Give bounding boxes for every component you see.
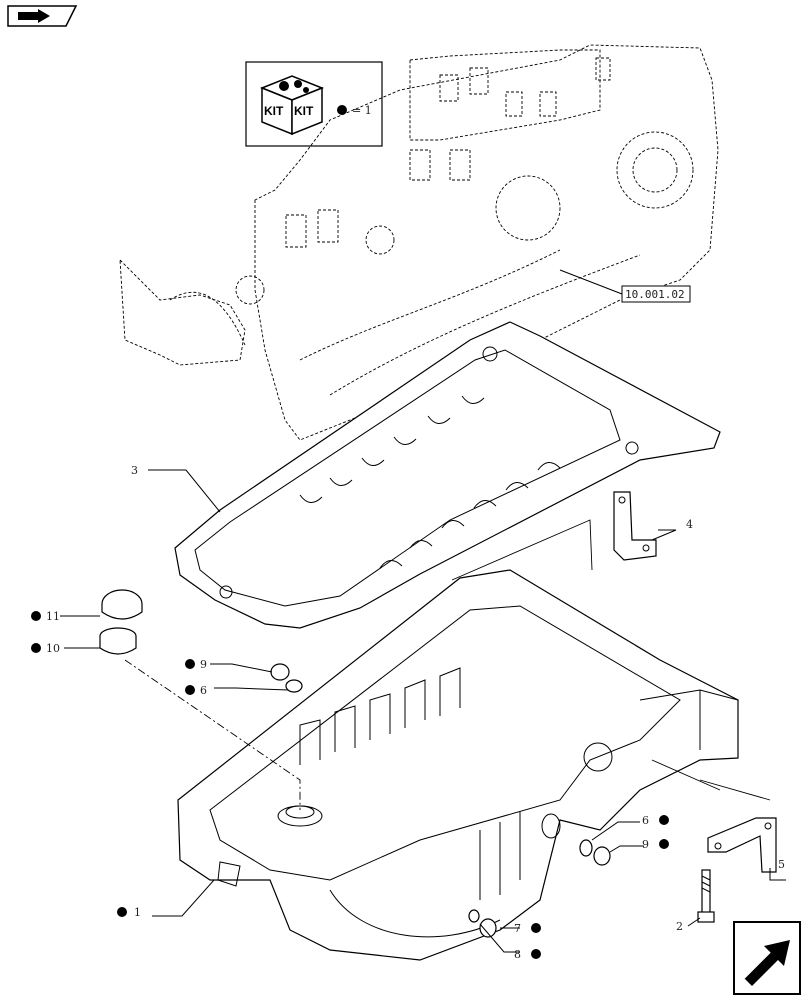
drain-plug-part-7 [468, 909, 497, 938]
callout-3: 3 [131, 464, 138, 477]
callout-6-left: 6 [200, 684, 207, 697]
callout-10: 10 [46, 642, 60, 655]
kit-bullet-icon [337, 105, 347, 115]
callout-numbers: 3 4 5 2 1 11 10 9 6 6 9 7 8 [46, 464, 785, 961]
bracket-part-5 [707, 817, 777, 873]
callout-2: 2 [676, 920, 683, 933]
assembly-line-bracket-5 [651, 759, 771, 801]
kit-legend: KIT KIT = 1 [245, 61, 383, 147]
kit-box-icon: KIT KIT [259, 75, 325, 136]
callout-9-right: 9 [642, 838, 649, 851]
callout-6-right: 6 [642, 814, 649, 827]
drain-plug-part-9-left [270, 663, 303, 693]
kit-label-right: KIT [294, 104, 314, 118]
assembly-line-bracket-4 [451, 519, 593, 581]
next-page-arrow-icon[interactable] [733, 921, 801, 995]
kit-bullet-icons [31, 611, 669, 959]
bolt-part-2 [697, 869, 715, 923]
ring-part-10 [99, 627, 137, 655]
callout-4: 4 [686, 518, 693, 531]
callout-7: 7 [514, 922, 521, 935]
reference-code: 10.001.02 [625, 288, 685, 301]
oil-pan [177, 569, 739, 961]
callout-5: 5 [778, 858, 785, 871]
callout-9-left: 9 [200, 658, 207, 671]
engine-block-reference [119, 44, 719, 441]
oil-pan-gasket [174, 321, 721, 629]
callout-leaders [60, 469, 786, 953]
callout-11: 11 [46, 610, 60, 623]
assembly-line [124, 659, 301, 810]
plug-part-11 [101, 589, 143, 620]
callout-1: 1 [134, 906, 141, 919]
reference-callout: 10.001.02 [559, 269, 691, 303]
previous-page-hand-arrow-icon[interactable] [7, 5, 78, 27]
callout-8: 8 [514, 948, 521, 961]
kit-equals-text: = 1 [352, 104, 372, 117]
kit-label-left: KIT [264, 104, 284, 118]
bracket-part-4 [613, 491, 657, 561]
drain-plug-part-9-right [579, 839, 611, 866]
